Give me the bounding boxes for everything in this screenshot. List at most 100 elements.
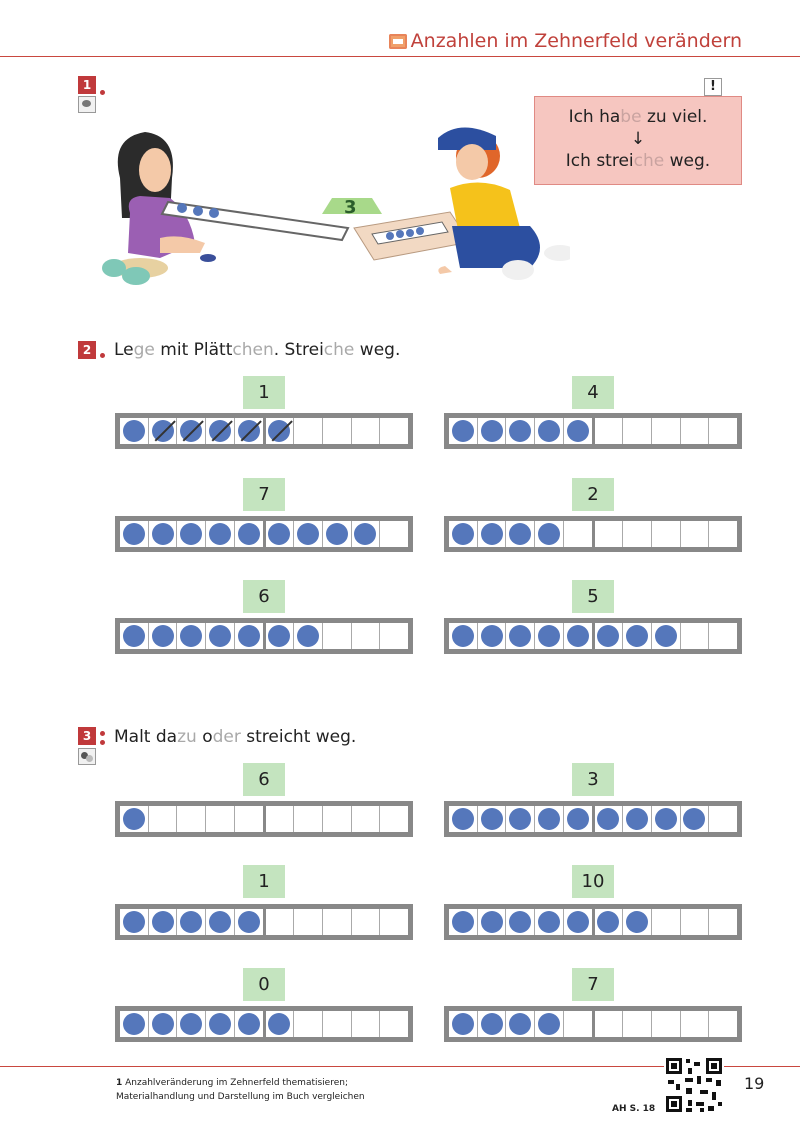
ten-frame-cell[interactable] xyxy=(506,521,536,547)
ten-frame-cell[interactable] xyxy=(294,1011,323,1037)
ten-frame-cell[interactable] xyxy=(506,418,536,444)
qr-code-icon[interactable] xyxy=(664,1056,724,1114)
ten-frame-cell[interactable] xyxy=(709,521,737,547)
ten-frame-cell[interactable] xyxy=(235,909,266,935)
ten-frame-cell[interactable] xyxy=(323,1011,352,1037)
ten-frame-cell[interactable] xyxy=(206,806,235,832)
ten-frame-cell[interactable] xyxy=(266,623,295,649)
ten-frame-cell[interactable] xyxy=(149,806,178,832)
ten-frame-cell[interactable] xyxy=(681,623,710,649)
ten-frame-cell[interactable] xyxy=(709,1011,737,1037)
ten-frame-cell[interactable] xyxy=(120,909,149,935)
ten-frame-cell[interactable] xyxy=(652,521,681,547)
ten-frame-cell[interactable] xyxy=(709,806,737,832)
ten-frame-cell[interactable] xyxy=(266,806,295,832)
ten-frame[interactable] xyxy=(444,413,742,449)
ten-frame-cell[interactable] xyxy=(177,909,207,935)
ten-frame-cell[interactable] xyxy=(120,418,149,444)
ten-frame-cell[interactable] xyxy=(506,909,536,935)
ten-frame-cell[interactable] xyxy=(449,909,478,935)
ten-frame[interactable] xyxy=(115,904,413,940)
ten-frame-cell[interactable] xyxy=(177,1011,207,1037)
ten-frame-cell[interactable] xyxy=(564,623,595,649)
ten-frame-cell[interactable] xyxy=(595,806,624,832)
ten-frame-cell[interactable] xyxy=(323,623,352,649)
ten-frame-cell[interactable] xyxy=(652,909,681,935)
ten-frame-cell[interactable] xyxy=(266,909,295,935)
ten-frame-cell[interactable] xyxy=(535,909,564,935)
ten-frame-cell[interactable] xyxy=(206,418,235,444)
ten-frame-cell[interactable] xyxy=(564,909,595,935)
ten-frame-cell[interactable] xyxy=(120,806,149,832)
ten-frame[interactable] xyxy=(444,801,742,837)
ten-frame-cell[interactable] xyxy=(380,521,408,547)
ten-frame-cell[interactable] xyxy=(149,521,178,547)
ten-frame-cell[interactable] xyxy=(323,909,352,935)
ten-frame-cell[interactable] xyxy=(352,418,381,444)
ten-frame-cell[interactable] xyxy=(449,806,478,832)
ten-frame-cell[interactable] xyxy=(623,909,652,935)
ten-frame-cell[interactable] xyxy=(595,418,624,444)
ten-frame-cell[interactable] xyxy=(235,623,266,649)
ten-frame-cell[interactable] xyxy=(352,806,381,832)
ten-frame-cell[interactable] xyxy=(380,623,408,649)
ten-frame[interactable] xyxy=(115,413,413,449)
ten-frame-cell[interactable] xyxy=(235,418,266,444)
ten-frame[interactable] xyxy=(444,904,742,940)
ten-frame-cell[interactable] xyxy=(623,418,652,444)
ten-frame[interactable] xyxy=(115,801,413,837)
ten-frame-cell[interactable] xyxy=(149,623,178,649)
ten-frame[interactable] xyxy=(115,1006,413,1042)
ten-frame-cell[interactable] xyxy=(177,521,207,547)
ten-frame-cell[interactable] xyxy=(595,623,624,649)
ten-frame-cell[interactable] xyxy=(595,521,624,547)
ten-frame[interactable] xyxy=(444,618,742,654)
ten-frame-cell[interactable] xyxy=(564,806,595,832)
ten-frame-cell[interactable] xyxy=(652,418,681,444)
ten-frame-cell[interactable] xyxy=(323,806,352,832)
ten-frame-cell[interactable] xyxy=(506,1011,536,1037)
ten-frame-cell[interactable] xyxy=(449,521,478,547)
ten-frame-cell[interactable] xyxy=(709,623,737,649)
ten-frame-cell[interactable] xyxy=(681,1011,710,1037)
ten-frame-cell[interactable] xyxy=(352,909,381,935)
ten-frame-cell[interactable] xyxy=(709,909,737,935)
ten-frame-cell[interactable] xyxy=(294,623,323,649)
ten-frame-cell[interactable] xyxy=(506,623,536,649)
ten-frame-cell[interactable] xyxy=(652,806,681,832)
ten-frame[interactable] xyxy=(115,618,413,654)
ten-frame-cell[interactable] xyxy=(266,521,295,547)
ten-frame-cell[interactable] xyxy=(623,1011,652,1037)
ten-frame-cell[interactable] xyxy=(266,418,295,444)
ten-frame-cell[interactable] xyxy=(535,623,564,649)
ten-frame-cell[interactable] xyxy=(595,1011,624,1037)
ten-frame-cell[interactable] xyxy=(623,623,652,649)
ten-frame-cell[interactable] xyxy=(149,418,178,444)
ten-frame-cell[interactable] xyxy=(323,521,352,547)
ten-frame-cell[interactable] xyxy=(506,806,536,832)
ten-frame-cell[interactable] xyxy=(681,909,710,935)
ten-frame-cell[interactable] xyxy=(120,521,149,547)
ten-frame-cell[interactable] xyxy=(235,521,266,547)
ten-frame-cell[interactable] xyxy=(120,623,149,649)
ten-frame-cell[interactable] xyxy=(652,1011,681,1037)
ten-frame-cell[interactable] xyxy=(206,521,235,547)
ten-frame-cell[interactable] xyxy=(535,1011,564,1037)
ten-frame-cell[interactable] xyxy=(535,806,564,832)
ten-frame-cell[interactable] xyxy=(294,806,323,832)
ten-frame-cell[interactable] xyxy=(323,418,352,444)
ten-frame-cell[interactable] xyxy=(352,521,381,547)
ten-frame-cell[interactable] xyxy=(478,521,507,547)
ten-frame-cell[interactable] xyxy=(449,623,478,649)
ten-frame-cell[interactable] xyxy=(235,1011,266,1037)
ten-frame[interactable] xyxy=(444,516,742,552)
ten-frame-cell[interactable] xyxy=(681,418,710,444)
ten-frame-cell[interactable] xyxy=(478,623,507,649)
ten-frame-cell[interactable] xyxy=(380,909,408,935)
ten-frame-cell[interactable] xyxy=(709,418,737,444)
ten-frame-cell[interactable] xyxy=(380,418,408,444)
ten-frame-cell[interactable] xyxy=(266,1011,295,1037)
ten-frame-cell[interactable] xyxy=(564,1011,595,1037)
ten-frame-cell[interactable] xyxy=(564,418,595,444)
ten-frame-cell[interactable] xyxy=(206,909,235,935)
